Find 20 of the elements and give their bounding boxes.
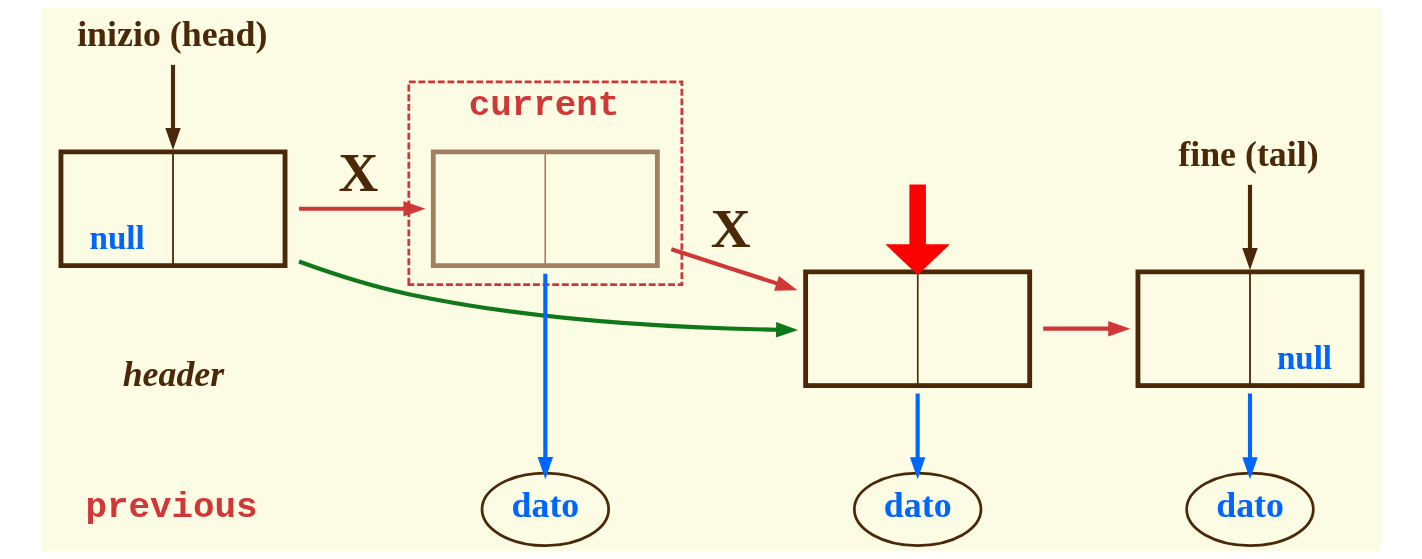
node-text: inizio (head) — [76, 14, 267, 55]
edge-label: X — [337, 141, 378, 203]
node-ellipse: dato — [1184, 471, 1315, 548]
edge-label: X — [710, 198, 751, 260]
cluster: current — [406, 80, 683, 286]
arrow — [298, 200, 426, 217]
node-ellipse: dato — [852, 471, 982, 548]
node-label: header — [122, 353, 224, 394]
arrow — [1042, 320, 1130, 337]
arrow — [1241, 184, 1258, 270]
node-text: fine (tail) — [1177, 134, 1319, 175]
arrow — [884, 184, 950, 276]
arrow — [537, 273, 553, 480]
node-ellipse: dato — [480, 471, 610, 548]
arrow — [670, 247, 798, 291]
arrow — [297, 259, 798, 338]
arrow — [164, 64, 181, 151]
arrow — [909, 393, 925, 480]
node-label: previous — [84, 486, 258, 528]
arrow — [1241, 393, 1258, 480]
